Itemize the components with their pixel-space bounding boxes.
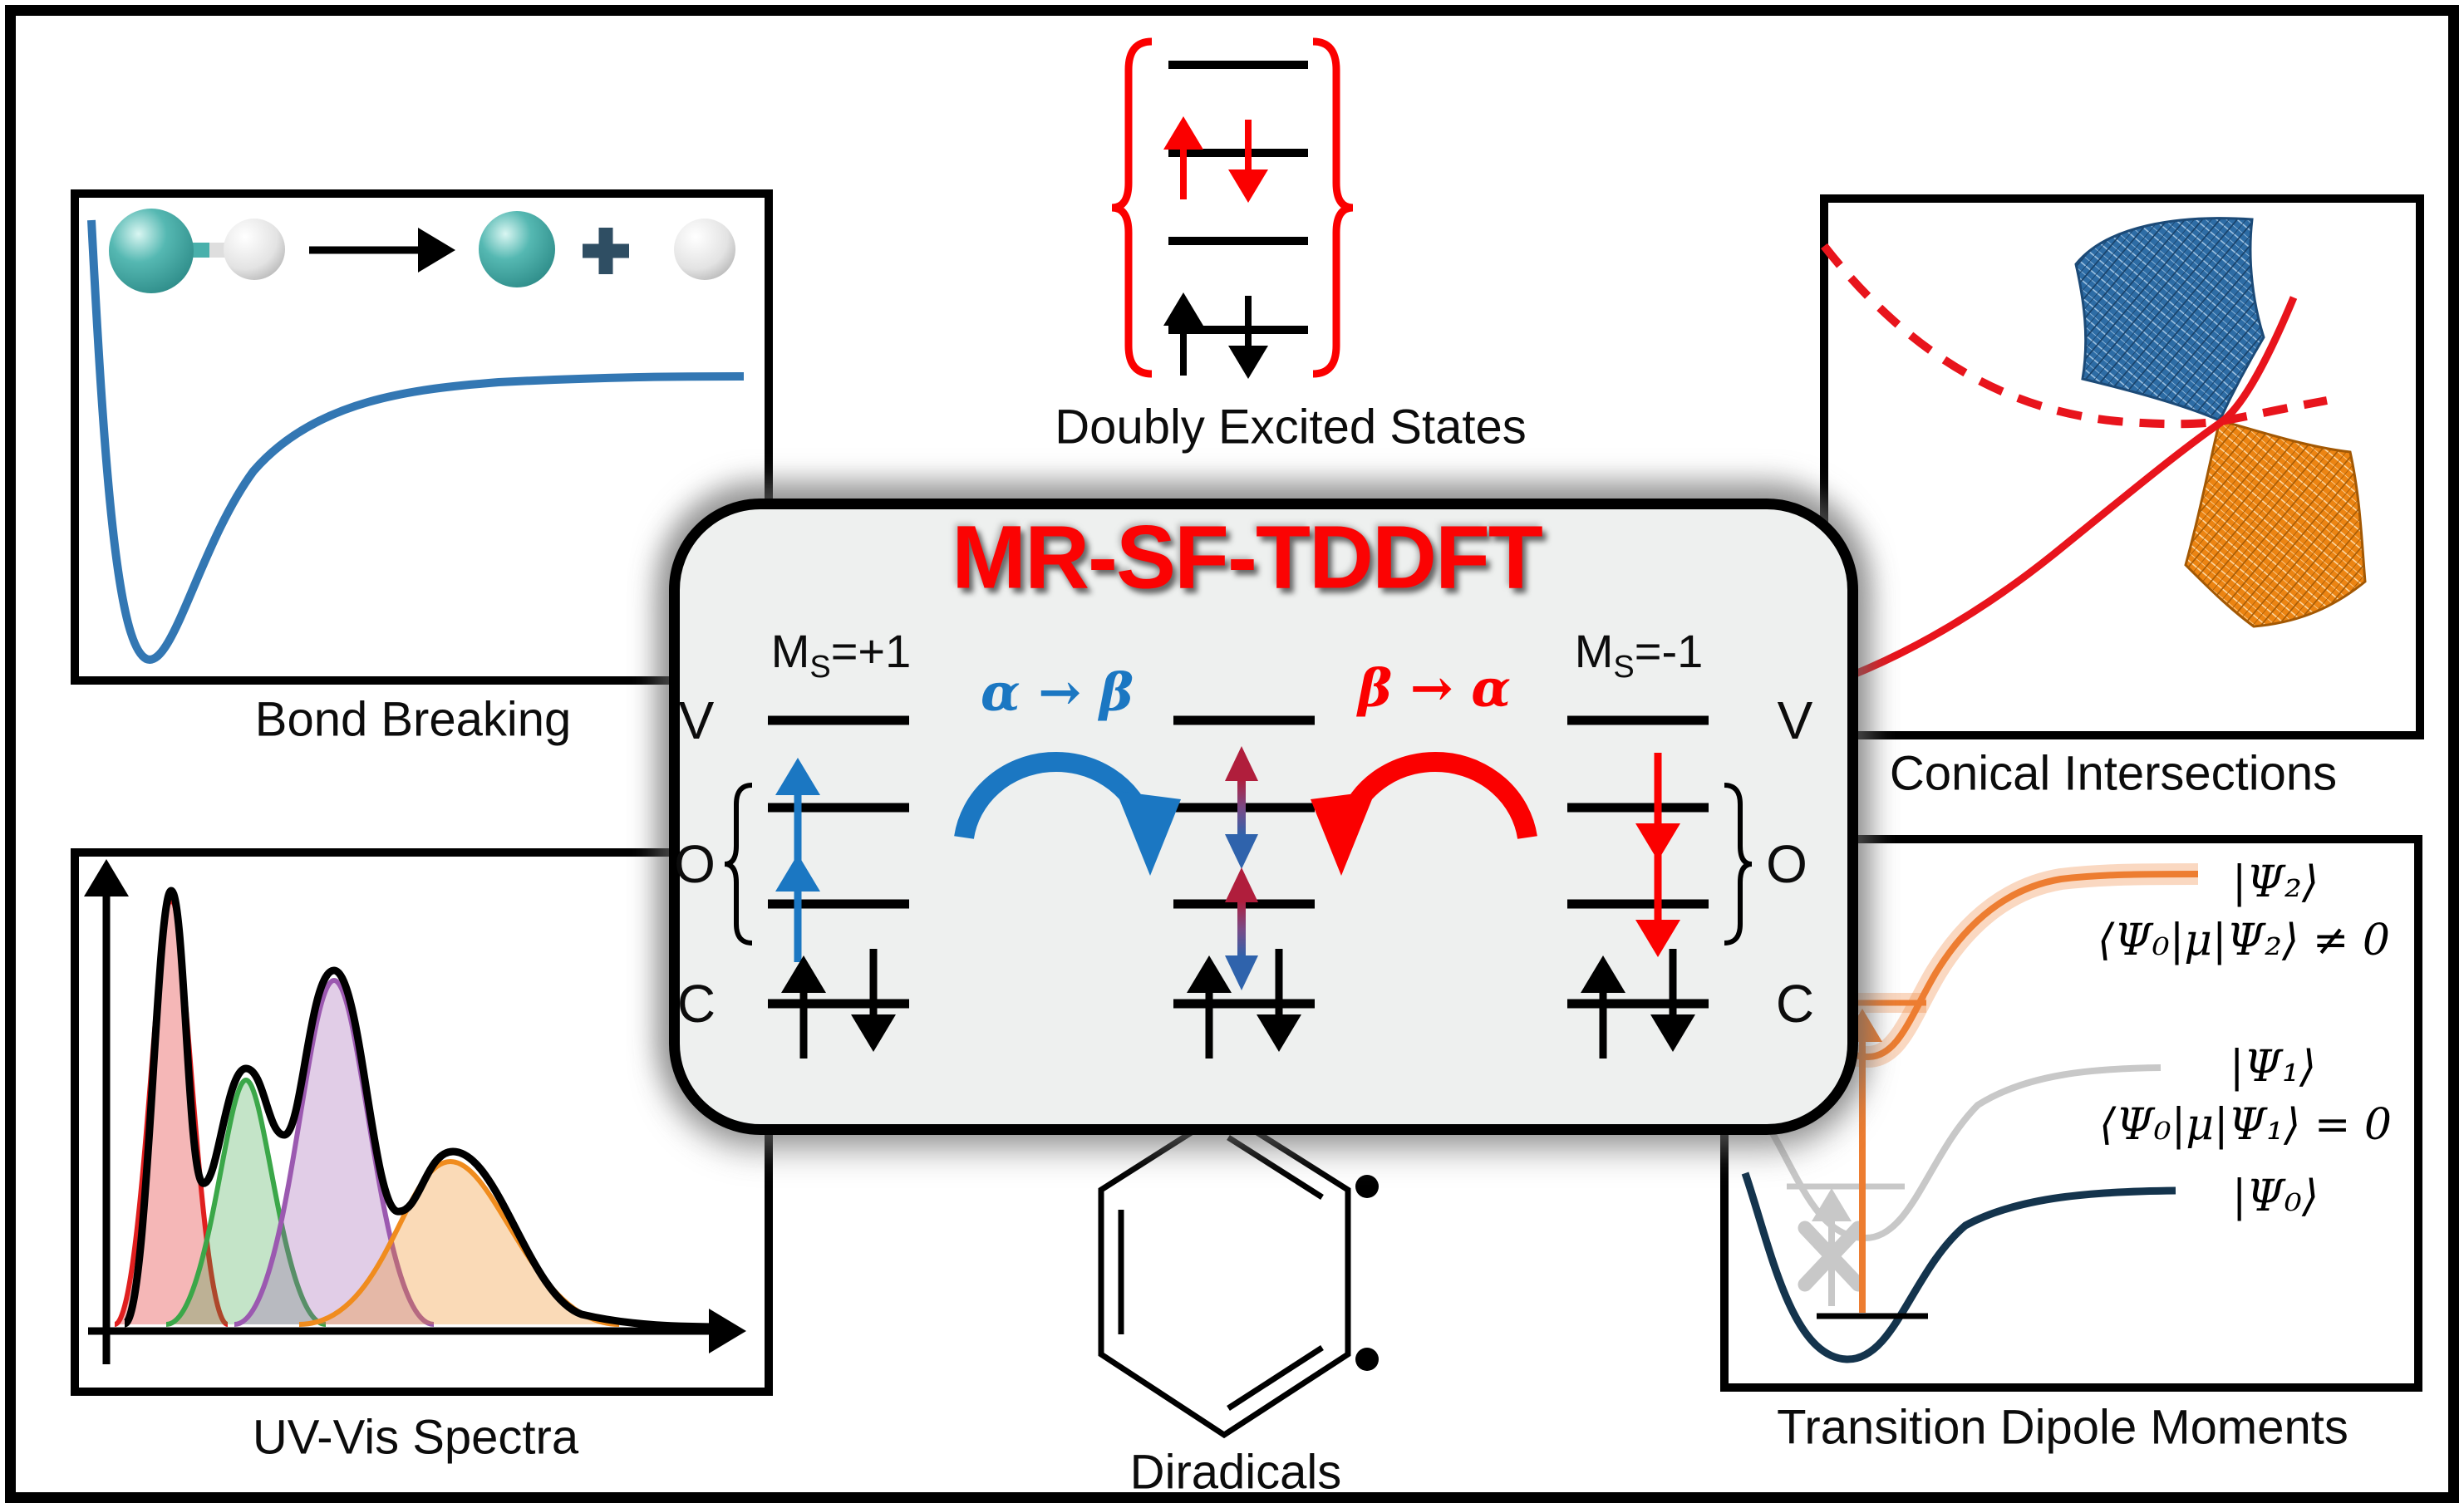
conical-intersections-art [1821, 217, 2367, 687]
mixed-spin-arrow-icon [1225, 746, 1258, 869]
hydrogen-atom-icon [224, 219, 285, 280]
ms-subscript: S [809, 650, 831, 685]
diradical-structure [1098, 1108, 1379, 1439]
beta-to-alpha-label: β → α [1357, 657, 1512, 719]
upper-state-dashed-curve [1821, 243, 2328, 429]
plus-sign-icon [583, 228, 629, 274]
psi1-ket: |Ψ₁⟩ [2229, 1042, 2317, 1092]
bond-breaking-label: Bond Breaking [254, 692, 572, 747]
ms-symbol: M [770, 624, 810, 677]
lower-surface-mesh [2184, 419, 2367, 628]
benzene-ring [1098, 1108, 1351, 1439]
double-bond [1227, 1135, 1324, 1200]
ms-value: =-1 [1634, 624, 1704, 677]
open-shell-brace [1724, 783, 1753, 946]
o-label-left: O [674, 834, 716, 894]
psi2-dipole-rule: ⟨Ψ₀|μ|Ψ₂⟩ ≠ 0 [2097, 916, 2391, 965]
uvvis-art [84, 859, 746, 1364]
psi0-ket: |Ψ₀⟩ [2231, 1172, 2319, 1221]
tdm-art [1741, 863, 2199, 1363]
uvvis-label: UV-Vis Spectra [252, 1410, 579, 1465]
tdm-label: Transition Dipole Moments [1777, 1400, 2348, 1455]
radical-dot-icon [1355, 1175, 1379, 1198]
ms-value: =+1 [830, 624, 912, 677]
beta-to-alpha-arc [1311, 752, 1537, 876]
mixed-spin-arrow-icon [1225, 867, 1258, 990]
right-red-brace [1312, 37, 1354, 378]
open-shell-brace [724, 783, 753, 946]
doubly-excited-diagram [1111, 37, 1354, 379]
ms-subscript: S [1613, 650, 1635, 685]
left-red-brace [1111, 37, 1153, 378]
double-bond [1227, 1345, 1324, 1411]
green-band [165, 1077, 327, 1327]
psi1-dipole-rule: ⟨Ψ₀|μ|Ψ₁⟩ = 0 [2098, 1100, 2393, 1150]
morse-potential-curve [87, 219, 745, 664]
ms-minus-label: MS=-1 [1575, 624, 1704, 685]
v-label-right: V [1777, 690, 1813, 750]
o-label-right: O [1766, 834, 1807, 894]
c-label-right: C [1775, 974, 1815, 1034]
psi1-curve [1754, 1064, 2162, 1242]
radical-dot-icon [1355, 1348, 1379, 1371]
lower-state-solid-curve [1831, 296, 2298, 687]
psi2-ket: |Ψ₂⟩ [2231, 857, 2319, 907]
ms-symbol: M [1574, 624, 1614, 677]
forbidden-x-icon [1798, 1221, 1866, 1292]
teal-atom-product-icon [479, 211, 555, 287]
uvvis-panel [71, 848, 773, 1396]
ms-plus-column [724, 715, 909, 1059]
hydrogen-atom-product-icon [674, 219, 735, 280]
alpha-to-beta-label: α → β [980, 661, 1134, 723]
mixed-reference-column [1173, 715, 1315, 1059]
alpha-to-beta-arc [954, 752, 1181, 876]
bond-breaking-art [87, 209, 745, 664]
ms-plus-label: MS=+1 [771, 624, 912, 685]
box-title: MR-SF-TDDFT [952, 506, 1543, 607]
doubly-excited-label: Doubly Excited States [1055, 400, 1527, 454]
v-label-left: V [678, 690, 715, 750]
psi2-curve [1817, 871, 2199, 1061]
diradicals-label: Diradicals [1129, 1445, 1342, 1500]
upper-surface-mesh [2074, 217, 2265, 422]
ms-minus-column [1567, 715, 1753, 1059]
c-label-left: C [676, 974, 716, 1034]
conical-intersections-label: Conical Intersections [1889, 746, 2338, 801]
teal-atom-icon [109, 209, 194, 293]
spectrum-envelope [120, 887, 729, 1331]
